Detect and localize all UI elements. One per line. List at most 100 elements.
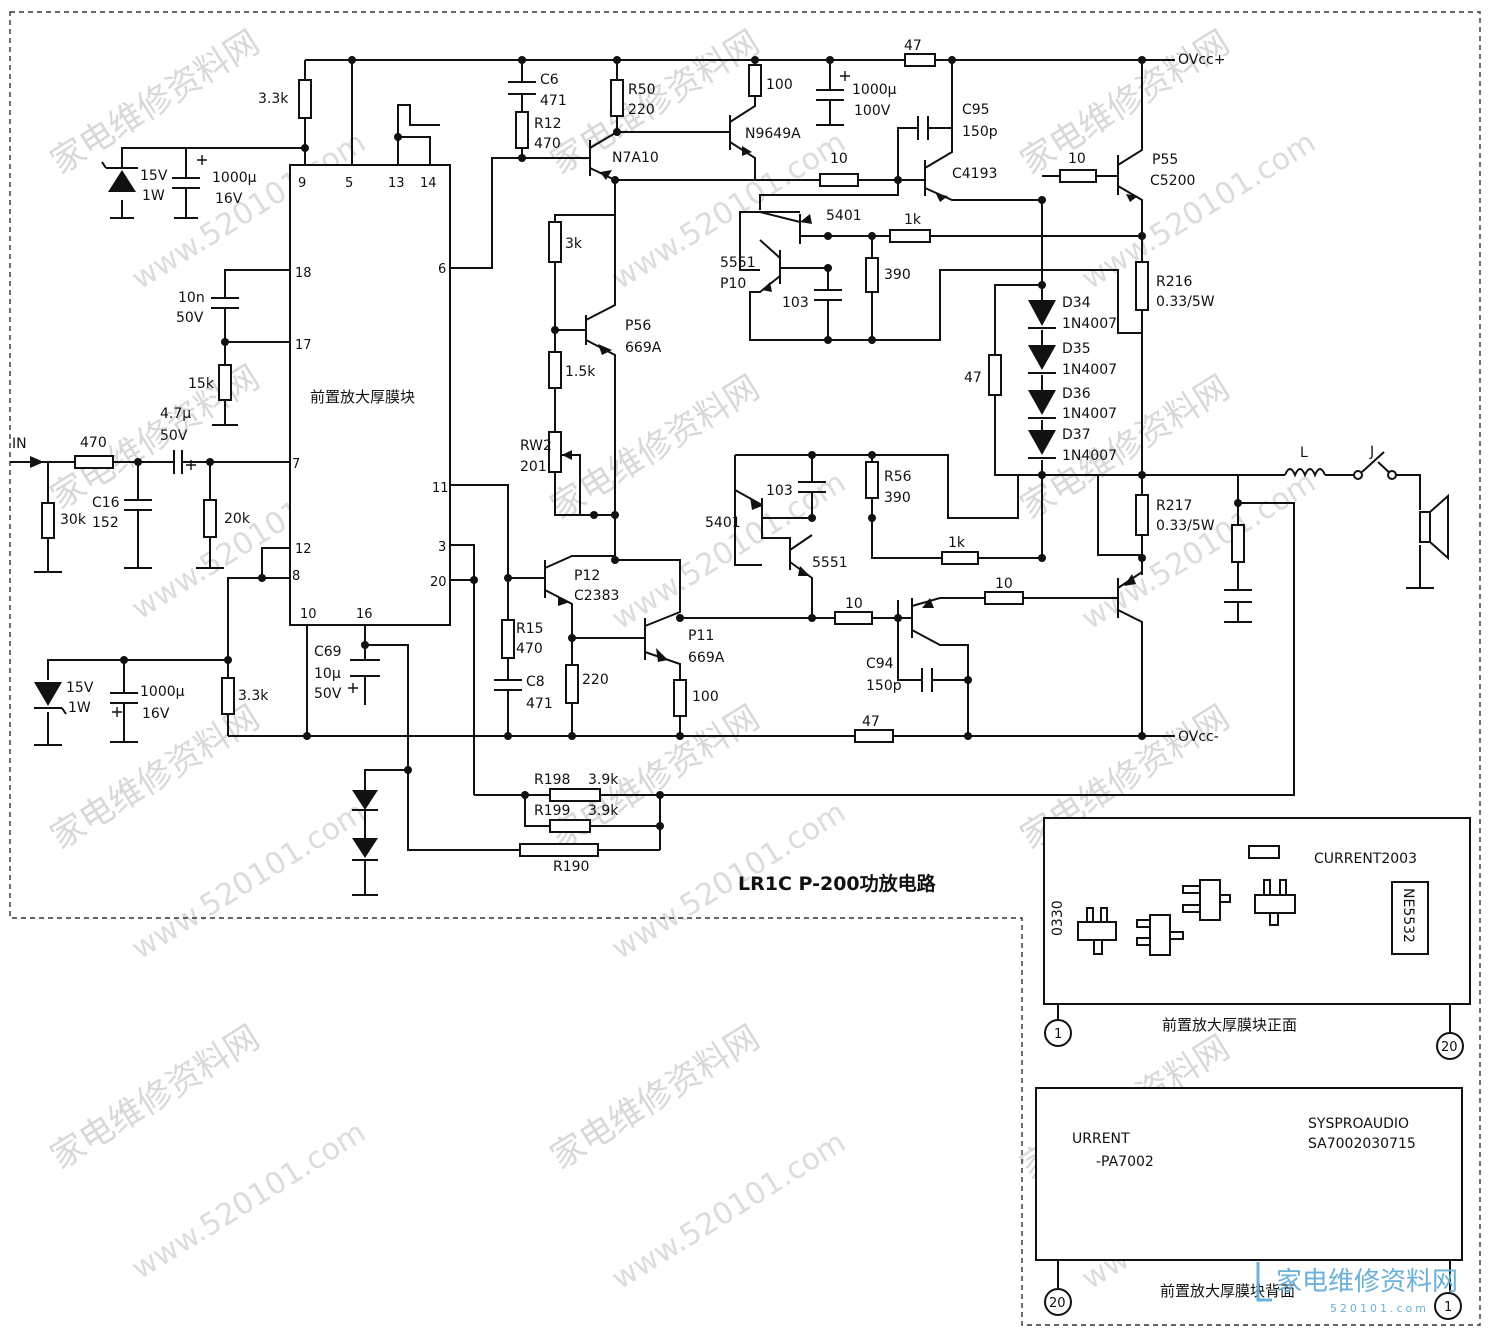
component-label: 1W — [142, 188, 165, 204]
component-label: 10 — [830, 151, 848, 167]
component-label: 3.3k — [258, 91, 289, 107]
watermark-cn: 家电维修资料网 — [44, 23, 267, 183]
component-label: 100V — [854, 103, 891, 119]
component-label: D34 — [1062, 295, 1091, 311]
site-logo-url: 520101.com — [1330, 1302, 1429, 1315]
component-label: 10μ — [314, 666, 341, 682]
component-label: R190 — [553, 859, 589, 875]
resistor-r198 — [549, 788, 601, 802]
front-text-0330: 0330 — [1050, 900, 1066, 936]
watermark-url: www.520101.com — [126, 795, 372, 967]
ic-pin-14: 14 — [420, 176, 437, 191]
ic-pin-5: 5 — [345, 176, 353, 191]
component-label: 5551 — [812, 555, 848, 571]
resistor-zobel — [1231, 524, 1245, 563]
component-label: 150p — [866, 678, 902, 694]
component-label: 10 — [845, 596, 863, 612]
component-label: P55 — [1152, 152, 1178, 168]
component-label: R216 — [1156, 274, 1193, 290]
diagram-title: LR1C P-200功放电路 — [738, 872, 937, 895]
watermark-cn: 家电维修资料网 — [44, 1018, 267, 1178]
component-label: C94 — [866, 656, 894, 672]
front-pin-1: 1 — [1054, 1027, 1062, 1042]
resistor-3k — [548, 221, 562, 263]
component-label: L — [1300, 445, 1308, 461]
resistor-r50 — [610, 79, 624, 117]
component-label: C6 — [540, 72, 559, 88]
ic-pin-numbers: 9 5 13 14 18 17 6 7 12 8 11 3 20 10 16 — [292, 176, 449, 622]
component-label: 471 — [540, 93, 567, 109]
module-back-view: URRENT -PA7002 SYSPROAUDIO SA7002030715 … — [1035, 1087, 1463, 1320]
component-label: 47 — [862, 714, 880, 730]
component-label: D35 — [1062, 341, 1091, 357]
back-text-urrent: URRENT — [1072, 1131, 1130, 1147]
component-label: 3k — [565, 236, 583, 252]
component-labels: 3.3k 15V 1W 1000μ 16V 10n 50V 15k 4.7μ 5… — [12, 38, 1374, 875]
resistor-r199 — [549, 819, 591, 833]
component-label: 10 — [995, 576, 1013, 592]
component-label: 47 — [964, 370, 982, 386]
component-label: 471 — [526, 696, 553, 712]
component-label: 5401 — [705, 515, 741, 531]
watermark-cn: 家电维修资料网 — [544, 368, 767, 528]
component-label: R12 — [534, 116, 562, 132]
component-label: R217 — [1156, 498, 1192, 514]
resistor-1k-top — [889, 229, 931, 243]
component-label: 5401 — [826, 208, 862, 224]
component-label: P10 — [720, 276, 746, 292]
resistor-10-d — [984, 591, 1024, 605]
resistor-220 — [565, 664, 579, 704]
resistor-30k — [41, 502, 55, 539]
resistor-3k3-top — [298, 79, 312, 119]
ic-pin-3: 3 — [438, 540, 446, 555]
component-label: 1k — [948, 535, 966, 551]
ic-pin-13: 13 — [388, 176, 405, 191]
component-label: R199 — [534, 803, 570, 819]
ic-pin-11: 11 — [432, 481, 449, 496]
resistor-470-input — [74, 455, 114, 469]
resistor-r12 — [515, 111, 529, 149]
ic-pin-17: 17 — [295, 338, 312, 353]
component-label: 390 — [884, 267, 911, 283]
ic-label: 前置放大厚膜块 — [310, 388, 415, 406]
potentiometer-wiper-icon — [562, 450, 572, 460]
component-label: 390 — [884, 490, 911, 506]
watermark-url: www.520101.com — [606, 1125, 852, 1297]
ic-pin-6: 6 — [438, 262, 446, 277]
component-label: N9649A — [745, 126, 801, 142]
resistor-r190 — [519, 843, 599, 857]
ic-pin-20: 20 — [430, 575, 447, 590]
component-label: IN — [12, 436, 27, 452]
ic-pin-10: 10 — [300, 607, 317, 622]
component-label: 47 — [904, 38, 922, 54]
speaker-icon — [1419, 493, 1449, 561]
site-logo-text: 家电维修资料网 — [1276, 1267, 1458, 1297]
component-label: 150p — [962, 124, 998, 140]
component-label: 10n — [178, 290, 205, 306]
component-label: 669A — [688, 650, 725, 666]
resistor-r216 — [1135, 261, 1149, 311]
component-label: 220 — [628, 102, 655, 118]
resistor-10-c — [834, 611, 873, 625]
watermark-cn: 家电维修资料网 — [44, 358, 267, 518]
component-label: 1.5k — [565, 364, 596, 380]
potentiometer-rw2 — [548, 431, 562, 473]
component-label: 1000μ — [140, 684, 185, 700]
component-label: 50V — [314, 686, 342, 702]
component-label: R198 — [534, 772, 570, 788]
transistor-arrows — [558, 146, 1138, 662]
component-label: 470 — [534, 136, 561, 152]
resistor-100-top — [748, 64, 762, 97]
component-label: C5200 — [1150, 173, 1195, 189]
component-label: 100 — [692, 689, 719, 705]
component-label: 15V — [140, 168, 168, 184]
resistor-47-top — [904, 53, 936, 67]
component-label: 16V — [215, 191, 243, 207]
component-label: R15 — [516, 621, 544, 637]
component-label: R50 — [628, 82, 656, 98]
component-label: J — [1369, 444, 1374, 460]
component-label: 3.3k — [238, 688, 269, 704]
component-label: 220 — [582, 672, 609, 688]
component-label: 1000μ — [212, 170, 257, 186]
back-text-serial: SA7002030715 — [1308, 1136, 1416, 1152]
